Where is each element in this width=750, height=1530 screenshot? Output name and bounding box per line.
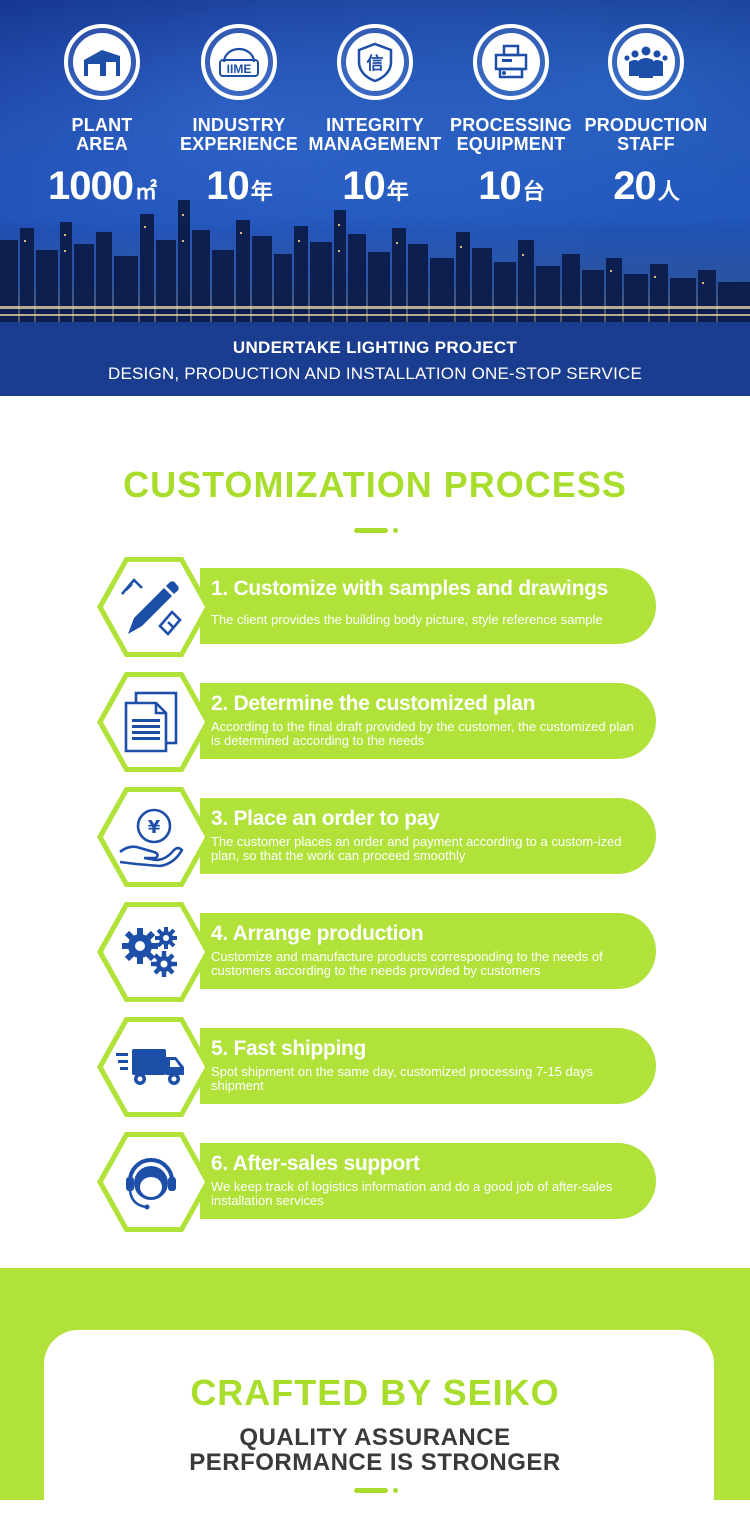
stat-production-staff: PRODUCTION STAFF 20人 bbox=[576, 24, 716, 214]
process-step-3: ¥ 3. Place an order to pay The customer … bbox=[95, 785, 660, 889]
step-description: Customize and manufacture products corre… bbox=[211, 949, 603, 978]
step-title: 2. Determine the customized plan bbox=[211, 692, 536, 715]
yen-hand-icon: ¥ bbox=[119, 808, 184, 868]
stat-value: 10台 bbox=[478, 164, 545, 208]
banner-headline: UNDERTAKE LIGHTING PROJECT bbox=[232, 338, 518, 357]
step-title: 6. After-sales support bbox=[211, 1152, 420, 1175]
step-title: 5. Fast shipping bbox=[211, 1037, 367, 1060]
team-icon bbox=[624, 46, 668, 78]
stat-unit: 台 bbox=[522, 179, 545, 204]
step-pill bbox=[200, 1028, 656, 1104]
svg-text:IIME: IIME bbox=[227, 62, 252, 76]
step-pill bbox=[200, 1143, 656, 1219]
process-step-1: 1. Customize with samples and drawings T… bbox=[95, 555, 660, 659]
iime-logo-icon: IIME bbox=[219, 47, 259, 77]
step-pill bbox=[200, 913, 656, 989]
stat-value: 10年 bbox=[342, 164, 409, 208]
shield-icon: 信 bbox=[357, 42, 393, 82]
step-pill bbox=[200, 568, 656, 644]
process-step-4: 4. Arrange production Customize and manu… bbox=[95, 900, 660, 1004]
stat-processing-equipment: PROCESSING EQUIPMENT 10台 bbox=[441, 24, 581, 214]
service-banner: UNDERTAKE LIGHTING PROJECT DESIGN, PRODU… bbox=[0, 322, 750, 396]
step-title: 1. Customize with samples and drawings bbox=[211, 577, 609, 600]
step-title: 4. Arrange production bbox=[211, 922, 424, 945]
step-description: The client provides the building body pi… bbox=[211, 612, 603, 627]
crafted-subtitle-line1: QUALITY ASSURANCE bbox=[239, 1424, 511, 1451]
city-skyline-image bbox=[0, 200, 750, 322]
stat-label-line1: INTEGRITY bbox=[326, 115, 424, 135]
step-description: The customer places an order and payment… bbox=[211, 834, 622, 863]
stat-label-line2: EQUIPMENT bbox=[456, 134, 566, 154]
stat-unit: 年 bbox=[250, 179, 273, 204]
gears-icon bbox=[122, 927, 177, 977]
stat-industry-experience: IIME INDUSTRY EXPERIENCE 10年 bbox=[169, 24, 309, 214]
stat-plant-area: PLANT AREA 1000㎡ bbox=[32, 24, 172, 214]
pencil-icon bbox=[121, 578, 182, 636]
stat-unit: ㎡ bbox=[134, 179, 157, 204]
machine-icon bbox=[494, 44, 528, 79]
process-step-5: 5. Fast shipping Spot shipment on the sa… bbox=[95, 1015, 660, 1119]
hero-section: PLANT AREA 1000㎡ IIME INDUSTRY EXPERIENC… bbox=[0, 0, 750, 396]
step-description: According to the final draft provided by… bbox=[211, 719, 634, 748]
step-hexagon bbox=[97, 787, 211, 887]
process-title: CUSTOMIZATION PROCESS bbox=[123, 464, 627, 505]
step-title: 3. Place an order to pay bbox=[211, 807, 440, 830]
factory-icon bbox=[84, 50, 120, 76]
banner-subline: DESIGN, PRODUCTION AND INSTALLATION ONE-… bbox=[107, 364, 643, 383]
stat-label-line1: PLANT bbox=[71, 115, 133, 135]
stat-label-line1: INDUSTRY bbox=[192, 115, 286, 135]
svg-text:¥: ¥ bbox=[148, 817, 161, 838]
stat-integrity-management: 信 INTEGRITY MANAGEMENT 10年 bbox=[305, 24, 445, 214]
stat-unit: 人 bbox=[657, 179, 680, 204]
process-step-2: 2. Determine the customized plan Accordi… bbox=[95, 670, 660, 774]
stat-label-line2: EXPERIENCE bbox=[179, 134, 299, 154]
stat-value: 20人 bbox=[613, 164, 680, 208]
stat-label-line1: PRODUCTION bbox=[584, 115, 708, 135]
stat-label-line1: PROCESSING bbox=[449, 115, 573, 135]
document-icon bbox=[124, 691, 178, 753]
step-description: Spot shipment on the same day, customize… bbox=[211, 1064, 594, 1093]
step-hexagon bbox=[97, 902, 211, 1002]
stat-unit: 年 bbox=[386, 179, 409, 204]
stat-value: 1000㎡ bbox=[48, 164, 157, 208]
truck-icon bbox=[116, 1049, 184, 1085]
step-description: We keep track of logistics information a… bbox=[211, 1179, 613, 1208]
step-pill bbox=[200, 683, 656, 759]
process-step-6: 6. After-sales support We keep track of … bbox=[95, 1130, 660, 1234]
stat-value: 10年 bbox=[206, 164, 273, 208]
headset-icon bbox=[126, 1158, 176, 1210]
svg-text:信: 信 bbox=[367, 53, 384, 74]
stat-label-line2: MANAGEMENT bbox=[308, 134, 442, 154]
stat-label-line2: AREA bbox=[76, 134, 128, 154]
crafted-title: CRAFTED BY SEIKO bbox=[190, 1372, 560, 1413]
crafted-subtitle-line2: PERFORMANCE IS STRONGER bbox=[189, 1449, 561, 1476]
stat-label-line2: STAFF bbox=[617, 134, 675, 154]
step-pill bbox=[200, 798, 656, 874]
crafted-card bbox=[44, 1330, 714, 1530]
